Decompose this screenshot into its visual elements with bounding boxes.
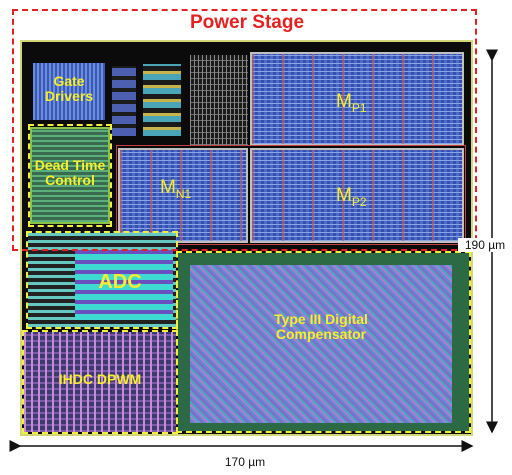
mp2-fingers — [252, 150, 462, 241]
compensator-core — [190, 265, 452, 423]
width-dimension-label: 170 µm — [224, 455, 266, 469]
height-dimension-label: 190 µm — [458, 238, 512, 252]
ihdc-dpwm-block — [24, 332, 176, 432]
power-stage-title: Power Stage — [190, 12, 305, 33]
mn1-label-main: M — [160, 177, 176, 198]
mp1-label-sub: P1 — [351, 100, 367, 115]
mp2-label-main: M — [336, 185, 352, 206]
mn1-label: MN1 — [160, 177, 192, 201]
gate-drivers-label: Gate Drivers — [44, 73, 94, 104]
gate-drivers-block — [33, 63, 105, 120]
type3-compensator-label: Type III Digital Compensator — [274, 311, 368, 342]
gate-driver-cells-2 — [143, 64, 181, 136]
mp2-label-sub: P2 — [351, 194, 367, 209]
mn1-fingers — [120, 150, 246, 241]
gate-driver-small-cells — [112, 66, 136, 136]
power-stage-outline — [12, 9, 477, 251]
mn1-label-sub: N1 — [175, 186, 192, 201]
ihdc-dpwm-label: IHDC DPWM — [58, 371, 142, 387]
adc-label: ADC — [98, 271, 142, 293]
mp1-fingers — [252, 54, 462, 144]
power-stage-inner-red-frame — [116, 145, 466, 245]
mp1-label: MP1 — [336, 91, 367, 115]
dead-time-outline — [28, 124, 112, 227]
dead-time-control-label: Dead Time Control — [34, 157, 106, 188]
adc-core — [75, 250, 173, 320]
mp1-label-main: M — [336, 91, 352, 112]
dead-time-control-block — [30, 127, 110, 224]
mp2-label: MP2 — [336, 185, 367, 209]
compensator-outline — [176, 251, 471, 433]
routing-block — [190, 55, 248, 145]
